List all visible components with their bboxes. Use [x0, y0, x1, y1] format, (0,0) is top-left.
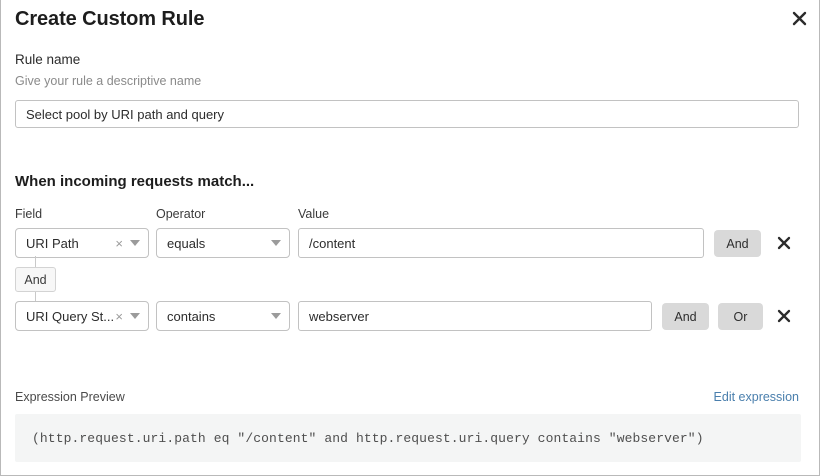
column-header-value: Value: [298, 207, 330, 221]
field-select-1-value: URI Path: [26, 235, 79, 251]
field-select-2-value: URI Query St...: [26, 308, 115, 324]
edit-expression-link[interactable]: Edit expression: [713, 390, 799, 404]
and-button-row-2[interactable]: And: [662, 303, 709, 330]
expression-preview-code: (http.request.uri.path eq "/content" and…: [32, 430, 704, 446]
value-input-1[interactable]: [298, 228, 704, 258]
rule-name-input[interactable]: [15, 100, 799, 128]
chevron-down-icon: [271, 313, 281, 319]
field-select-1[interactable]: URI Path ×: [15, 228, 149, 258]
connector-line-bottom: [35, 292, 36, 301]
operator-select-2-value: contains: [167, 308, 216, 324]
condition-row: URI Path × equals And: [1, 228, 820, 258]
chevron-down-icon: [130, 313, 140, 319]
column-header-operator: Operator: [156, 207, 206, 221]
connector-line-top: [35, 256, 36, 267]
condition-row: URI Query St... × contains And Or: [1, 301, 820, 331]
row-connector: And: [1, 256, 121, 304]
column-header-field: Field: [15, 207, 43, 221]
close-icon[interactable]: [788, 7, 810, 29]
connector-and-button[interactable]: And: [15, 267, 56, 292]
delete-row-button-1[interactable]: [772, 231, 796, 255]
match-section-heading: When incoming requests match...: [15, 173, 255, 190]
delete-row-button-2[interactable]: [772, 304, 796, 328]
clear-x-icon[interactable]: ×: [115, 308, 123, 324]
value-input-2[interactable]: [298, 301, 652, 331]
rule-name-help-text: Give your rule a descriptive name: [15, 74, 202, 88]
operator-select-1-value: equals: [167, 235, 206, 251]
clear-x-icon[interactable]: ×: [115, 235, 123, 251]
expression-preview-label: Expression Preview: [15, 390, 125, 404]
field-select-2[interactable]: URI Query St... ×: [15, 301, 149, 331]
page-title: Create Custom Rule: [15, 8, 205, 30]
chevron-down-icon: [130, 240, 140, 246]
operator-select-1[interactable]: equals: [156, 228, 290, 258]
and-button-row-1[interactable]: And: [714, 230, 761, 257]
chevron-down-icon: [271, 240, 281, 246]
or-button-row-2[interactable]: Or: [718, 303, 763, 330]
operator-select-2[interactable]: contains: [156, 301, 290, 331]
expression-preview-box: (http.request.uri.path eq "/content" and…: [15, 414, 801, 462]
rule-name-label: Rule name: [15, 52, 81, 67]
